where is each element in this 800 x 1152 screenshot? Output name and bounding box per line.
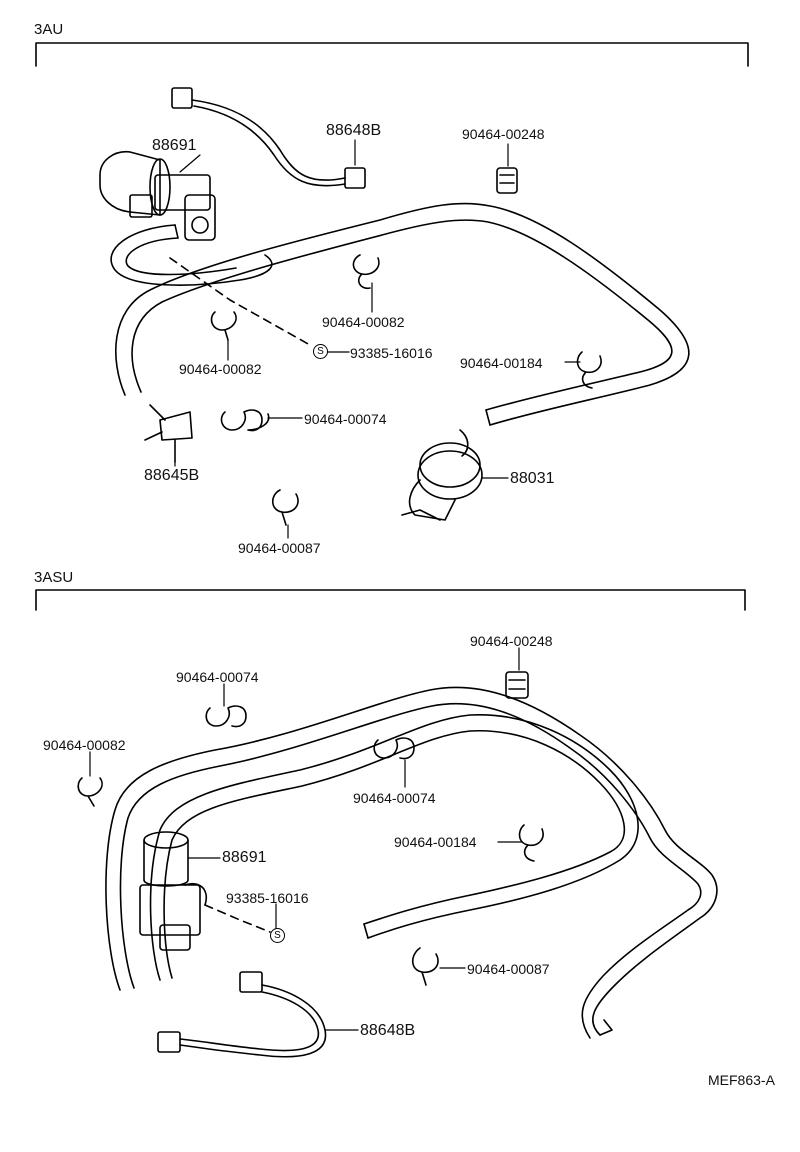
section-3asu-bracket <box>36 590 745 610</box>
label-clip-087-3asu: 90464-00087 <box>467 961 550 977</box>
label-clip-082-center-3au: 90464-00082 <box>322 314 405 330</box>
vacuum-hose-3au <box>111 204 689 425</box>
label-clip-082-3asu: 90464-00082 <box>43 737 126 753</box>
screw-leader-3asu <box>205 905 270 932</box>
label-clip-248-3asu: 90464-00248 <box>470 633 553 649</box>
section-3au-title: 3AU <box>34 21 64 38</box>
label-vsv-3asu: 88691 <box>222 849 267 866</box>
figure-code: MEF863-A <box>708 1072 775 1088</box>
clip-074-left-3asu <box>206 706 246 726</box>
wire-harness-3au <box>172 88 365 188</box>
label-clip-087-3au: 90464-00087 <box>238 540 321 556</box>
section-3asu-title: 3ASU <box>34 569 74 586</box>
label-clip-184-3asu: 90464-00184 <box>394 834 477 850</box>
label-vtv-3au: 88645B <box>144 467 200 484</box>
screw-symbol-3asu: S <box>270 928 285 943</box>
screw-symbol-3au: S <box>313 344 328 359</box>
label-vsv-3au: 88691 <box>152 137 197 154</box>
label-wire-harness-3asu: 88648B <box>360 1022 416 1039</box>
label-clip-074-left-3asu: 90464-00074 <box>176 669 259 685</box>
clip-082-3asu <box>78 778 102 806</box>
label-clip-184-3au: 90464-00184 <box>460 355 543 371</box>
clip-087-3asu <box>413 948 438 985</box>
label-clip-248-3au: 90464-00248 <box>462 126 545 142</box>
clip-082-left-3au <box>211 312 236 340</box>
screw-leader-3au <box>170 258 310 345</box>
clip-184-3au <box>577 352 601 388</box>
clip-074-3au <box>221 410 268 430</box>
wire-harness-3asu <box>158 972 326 1057</box>
vtv-3au <box>145 405 192 462</box>
clip-248-3asu <box>506 672 528 698</box>
label-clip-074-center-3asu: 90464-00074 <box>353 790 436 806</box>
label-screw-3asu: 93385-16016 <box>226 890 309 906</box>
vsv-3au <box>100 152 215 240</box>
clip-184-3asu <box>519 825 543 861</box>
label-clip-074-3au: 90464-00074 <box>304 411 387 427</box>
section-3au-bracket <box>36 43 748 66</box>
clip-082-center-3au <box>353 255 378 288</box>
label-screw-3au: 93385-16016 <box>350 345 433 361</box>
label-clip-082-left-3au: 90464-00082 <box>179 361 262 377</box>
clip-248-3au <box>497 168 517 193</box>
vsv-3asu <box>140 832 206 950</box>
actuator-3au <box>402 430 482 520</box>
label-actuator-3au: 88031 <box>510 470 555 487</box>
clip-087-3au <box>273 490 298 525</box>
vacuum-hose-3asu <box>106 687 717 1038</box>
label-wire-harness-3au: 88648B <box>326 122 382 139</box>
clip-074-center-3asu <box>374 738 414 758</box>
